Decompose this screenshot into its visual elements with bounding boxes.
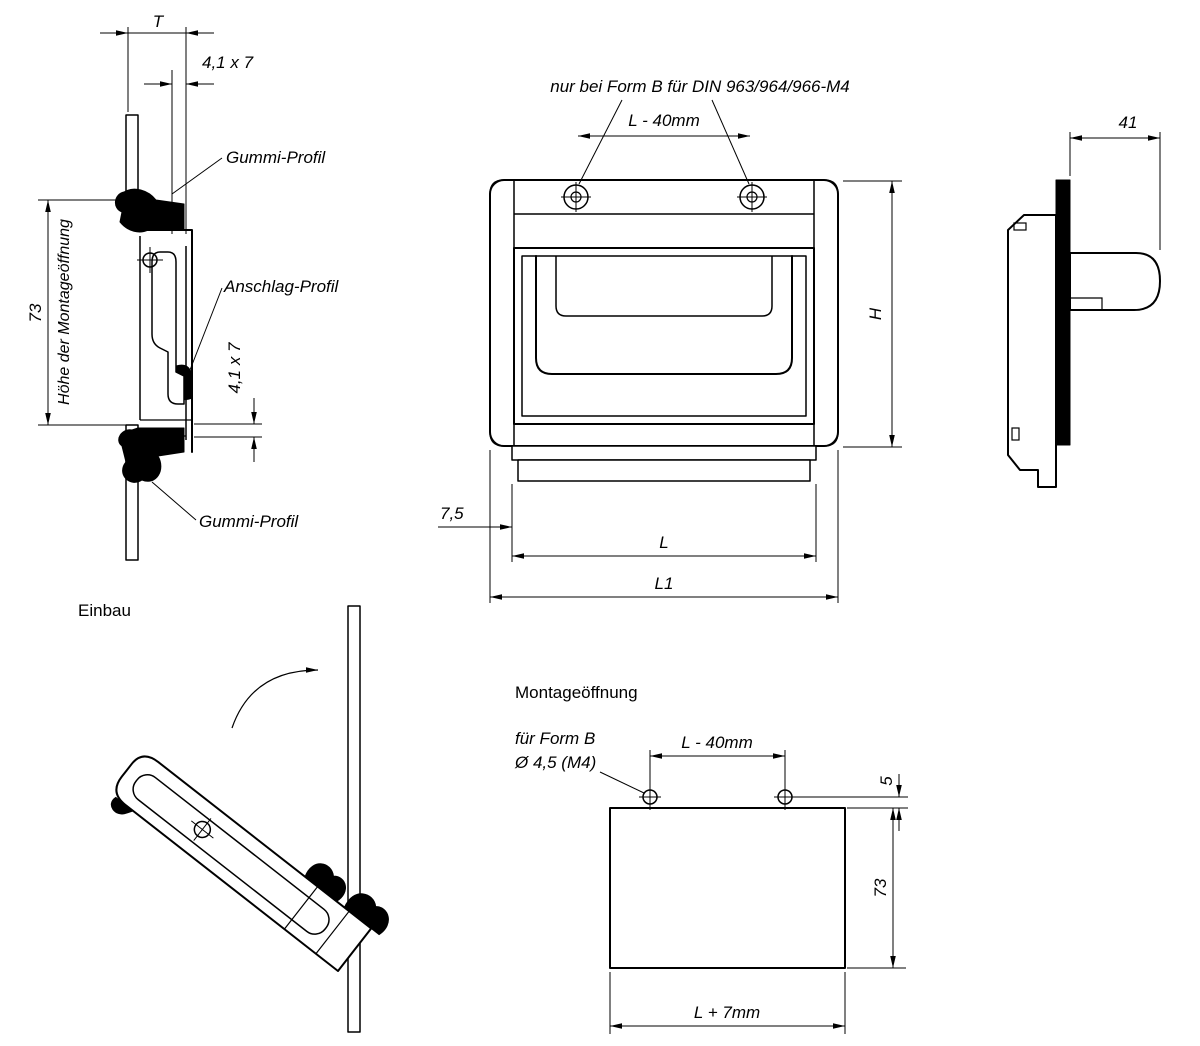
recess-inner xyxy=(521,255,807,417)
dim-5-label: 5 xyxy=(877,776,896,786)
dim-width-label: L + 7mm xyxy=(694,1003,760,1022)
dim-L1-label: L1 xyxy=(655,574,674,593)
label-gummi-profil-top: Gummi-Profil xyxy=(226,148,326,167)
dim-73: 73 xyxy=(847,808,906,969)
rubber-profile-top xyxy=(115,188,185,233)
dim-H-label: H xyxy=(866,307,885,320)
opening-rect xyxy=(609,807,846,969)
plate-notch-top xyxy=(1013,222,1027,231)
rubber-profile-bottom xyxy=(118,427,185,483)
dim-T-label: T xyxy=(153,12,165,31)
dim-7-5: 7,5 xyxy=(438,484,513,562)
dim-L-label: L xyxy=(659,533,668,552)
wall-hatch-top xyxy=(125,114,139,201)
wall-hatch-install xyxy=(347,605,361,1033)
leader-gummi-top xyxy=(171,157,223,195)
dim-opening-height: 73 Höhe der Montageöffnung xyxy=(26,199,130,426)
screw-left xyxy=(561,182,591,212)
section-view: T 4,1 x 7 Gummi-Profil Anschlag-Profil 4… xyxy=(26,12,340,561)
leader-gummi-bottom xyxy=(151,481,197,521)
hole-left xyxy=(639,785,661,810)
dim-7-5-label: 7,5 xyxy=(440,504,464,523)
hole-right xyxy=(774,785,796,810)
dim-41: 41 xyxy=(1069,113,1161,250)
note-hole-dia: Ø 4,5 (M4) xyxy=(514,753,596,772)
dim-opening-height-label: 73 xyxy=(26,303,45,322)
folded-grip-section xyxy=(151,251,185,405)
installation-view: Einbau xyxy=(78,601,389,1033)
side-view: 41 xyxy=(1007,113,1161,488)
recess-outer xyxy=(513,247,815,425)
wall-section xyxy=(1055,179,1071,446)
tilted-handle-slot xyxy=(132,774,330,935)
rotation-arrow xyxy=(231,667,319,729)
mounting-opening-view: Montageöffnung für Form B Ø 4,5 (M4) L -… xyxy=(514,683,908,1034)
grip-side-step xyxy=(1070,297,1103,310)
label-anschlag-profil: Anschlag-Profil xyxy=(223,277,340,296)
dim-slot-top-label: 4,1 x 7 xyxy=(202,53,254,72)
dim-hole-distance-label: L - 40mm xyxy=(681,733,753,752)
tip-rubber xyxy=(110,796,134,815)
front-view: nur bei Form B für DIN 963/964/966-M4 L … xyxy=(438,77,902,603)
plate-notch-bottom xyxy=(1011,427,1020,441)
dim-screw-distance-label: L - 40mm xyxy=(628,111,700,130)
dim-slot-bottom-label: 4,1 x 7 xyxy=(225,342,244,394)
dim-73-label: 73 xyxy=(871,878,890,897)
grip-outer xyxy=(535,255,793,375)
dim-hole-distance: L - 40mm xyxy=(649,733,786,786)
dim-slot-bottom: 4,1 x 7 xyxy=(194,342,262,462)
grip-inner xyxy=(555,256,773,317)
note-leader-right xyxy=(711,99,750,185)
rubber-cap-right xyxy=(813,179,839,447)
tilted-handle-body xyxy=(115,755,373,972)
install-rubber-1 xyxy=(304,863,346,902)
screw-right xyxy=(737,182,767,212)
hole-leader xyxy=(599,771,645,794)
dim-L: L xyxy=(512,484,817,562)
dim-5: 5 xyxy=(793,774,908,831)
handle-body xyxy=(489,179,839,447)
dim-slot-top: 4,1 x 7 xyxy=(144,53,254,87)
installation-title: Einbau xyxy=(78,601,131,620)
label-opening-height: Höhe der Montageöffnung xyxy=(56,219,73,405)
wall-hatch-bottom xyxy=(125,424,139,561)
tilted-handle xyxy=(110,755,389,972)
dim-T: T xyxy=(100,12,214,112)
leader-anschlag xyxy=(189,287,223,371)
note-form: für Form B xyxy=(515,729,595,748)
install-rubber-2 xyxy=(343,893,389,936)
dim-screw-distance: L - 40mm xyxy=(578,111,750,139)
bottom-strip-1 xyxy=(511,445,817,461)
note-leader-left xyxy=(578,99,623,185)
label-gummi-profil-bottom: Gummi-Profil xyxy=(199,512,299,531)
handle-section-profile xyxy=(137,229,193,453)
dim-H: H xyxy=(843,180,902,448)
bottom-strip-2 xyxy=(517,459,811,482)
note-form-b: nur bei Form B für DIN 963/964/966-M4 xyxy=(550,77,850,96)
mounting-title: Montageöffnung xyxy=(515,683,638,702)
dim-width: L + 7mm xyxy=(609,972,846,1034)
dim-41-label: 41 xyxy=(1119,113,1138,132)
rubber-cap-left xyxy=(489,179,515,447)
grip-side xyxy=(1069,252,1161,311)
mounting-plate xyxy=(1007,214,1057,488)
dim-L1: L1 xyxy=(489,450,839,603)
